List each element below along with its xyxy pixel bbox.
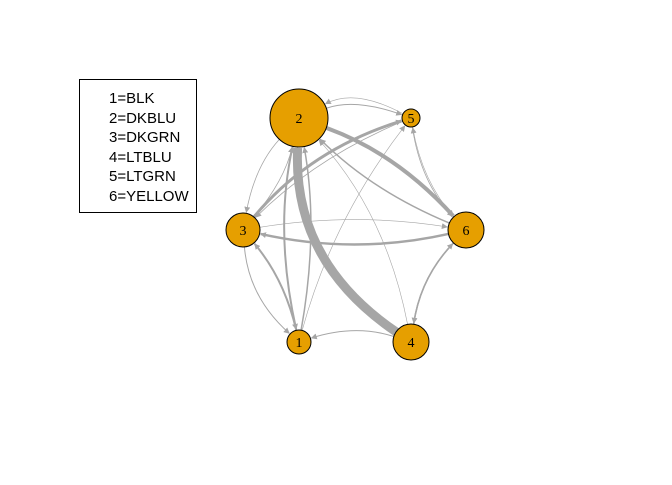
node-label: 1: [296, 336, 303, 351]
legend-item: 2=DKBLU: [109, 109, 177, 127]
node-circle: [447, 211, 485, 249]
legend-item: 3=DKGRN: [109, 129, 181, 146]
legend: 1=BLK 2=DKBLU 3=DKGRN 4=LTBLU 5=LTGRN 6=…: [79, 79, 197, 213]
edges-layer: [243, 97, 455, 340]
edge-4-to-2: [318, 139, 408, 325]
node-circle: [225, 212, 261, 248]
edge-2-to-3: [244, 139, 280, 213]
edge-3-to-1: [243, 246, 290, 334]
node-3: 3: [225, 212, 261, 248]
edge-1-to-5: [301, 125, 406, 331]
node-circle: [401, 108, 421, 128]
node-circle: [392, 323, 430, 361]
node-label: 5: [408, 112, 415, 127]
edge-1-to-2: [300, 146, 312, 331]
edge-6-to-4: [411, 242, 455, 324]
nodes-layer: 1 2 3 4 5 6: [225, 88, 485, 361]
edge-4-to-6: [412, 243, 454, 325]
node-label: 3: [240, 224, 247, 239]
node-2: 2: [269, 88, 329, 148]
legend-item: 4=LTBLU: [109, 148, 172, 166]
edge-5-to-3: [255, 121, 403, 218]
edge-5-to-2: [324, 97, 404, 115]
edge-3-to-2: [253, 146, 294, 218]
node-label: 2: [296, 112, 303, 127]
edge-6-to-3: [259, 232, 449, 246]
node-label: 6: [463, 224, 470, 239]
edge-4-to-2: [292, 147, 399, 336]
edge-6-to-5: [410, 127, 455, 217]
legend-list: 1=BLK 2=DKBLU 3=DKGRN 4=LTBLU 5=LTGRN 6=…: [109, 89, 189, 206]
node-circle: [269, 88, 329, 148]
node-label: 4: [408, 336, 415, 351]
edge-2-to-1: [283, 146, 298, 330]
node-1: 1: [286, 329, 312, 355]
legend-item: 5=LTGRN: [109, 168, 176, 185]
edge-3-to-6: [259, 219, 448, 230]
edge-2-to-5: [326, 103, 403, 116]
legend-item: 6=YELLOW: [109, 187, 189, 205]
edge-2-to-6: [325, 125, 455, 218]
legend-item: 1=BLK: [109, 90, 155, 107]
edge-6-to-2: [319, 138, 450, 224]
node-4: 4: [392, 323, 430, 361]
edge-4-to-1: [310, 330, 395, 340]
node-circle: [286, 329, 312, 355]
node-5: 5: [401, 108, 421, 128]
edge-1-to-3: [253, 243, 298, 331]
edge-5-to-6: [411, 126, 454, 217]
edge-3-to-5: [252, 119, 403, 218]
node-6: 6: [447, 211, 485, 249]
